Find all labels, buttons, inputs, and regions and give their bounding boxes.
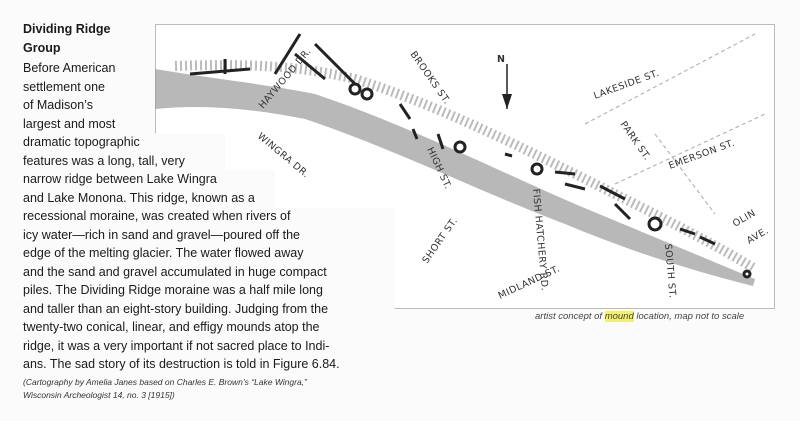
street-label: SOUTH ST. <box>662 243 678 298</box>
body-line: ans. The sad story of its destruction is… <box>23 357 340 371</box>
body-line: and the sand and gravel accumulated in h… <box>23 264 327 279</box>
map-note-text: artist concept of <box>535 311 605 322</box>
mounds <box>189 33 752 279</box>
map-note: artist concept of mound location, map no… <box>535 311 744 322</box>
body-line: edge of the melting glacier. The water f… <box>23 246 304 260</box>
body-line: dramatic topographic <box>23 135 140 149</box>
body-line: icy water—rich in sand and gravel—poured… <box>23 227 301 242</box>
map-note-text: location, map not to scale <box>633 311 745 322</box>
body-line: largest and most <box>23 116 116 131</box>
map-frame <box>155 24 775 309</box>
ridge-shading <box>155 69 755 286</box>
ridge-crest-hatching <box>174 60 758 274</box>
north-arrow: N <box>497 54 512 109</box>
body-line: and Lake Monona. This ridge, known as a <box>23 190 255 205</box>
body-line: Before American <box>23 61 116 75</box>
body-line: recessional moraine, was created when ri… <box>23 209 291 223</box>
caption: (Cartography by Amelia Janes based on Ch… <box>23 376 307 402</box>
north-label: N <box>497 54 505 65</box>
body-line: piles. The Dividing Ridge moraine was a … <box>23 283 323 297</box>
body-line: twenty-two conical, linear, and effigy m… <box>23 320 320 334</box>
section-heading: Dividing Ridge Group <box>23 22 111 55</box>
body-line: features was a long, tall, very <box>23 153 185 168</box>
body-line: settlement one <box>23 79 105 94</box>
body-line: of Madison’s <box>23 98 93 112</box>
body-line: narrow ridge between Lake Wingra <box>23 172 217 186</box>
caption-line: Wisconsin Archeologist 14, no. 3 [1915]) <box>23 390 175 400</box>
mound-map: N HAYWOOD DR. BROOKS ST. LAKESIDE ST. PA… <box>155 24 775 309</box>
street-lines <box>584 33 766 215</box>
body-line: and taller than an eight-story building.… <box>23 301 329 316</box>
highlighted-word: mound <box>604 311 634 322</box>
caption-line: (Cartography by Amelia Janes based on Ch… <box>23 377 307 387</box>
body-line: ridge, it was a very important if not sa… <box>23 338 330 353</box>
